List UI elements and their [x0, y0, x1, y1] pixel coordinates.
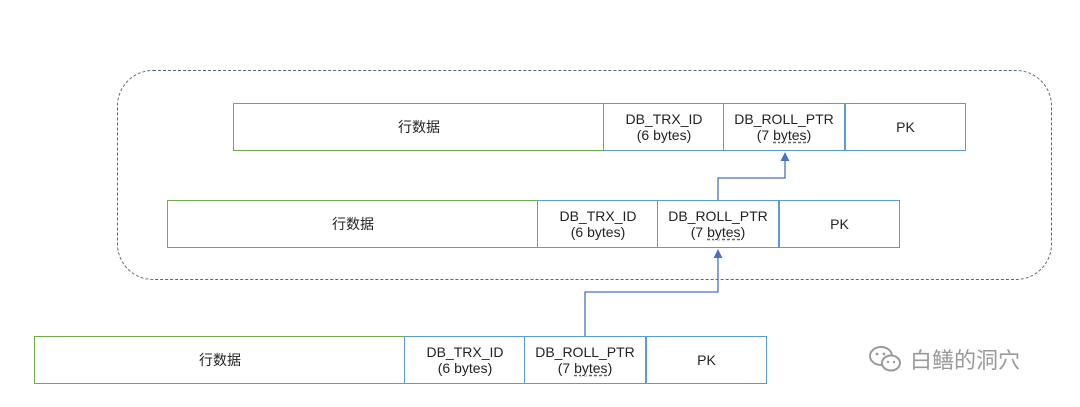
trx-id-size: (6 bytes)	[437, 360, 493, 376]
pk-label: PK	[896, 119, 915, 135]
roll-ptr-cell: DB_ROLL_PTR (7 bytes)	[657, 200, 779, 248]
roll-ptr-cell: DB_ROLL_PTR (7 bytes)	[524, 336, 646, 384]
record-row-1: 行数据 DB_TRX_ID (6 bytes) DB_ROLL_PTR (7 b…	[233, 103, 966, 151]
pk-cell: PK	[779, 200, 900, 248]
record-row-2: 行数据 DB_TRX_ID (6 bytes) DB_ROLL_PTR (7 b…	[167, 200, 900, 248]
record-row-3: 行数据 DB_TRX_ID (6 bytes) DB_ROLL_PTR (7 b…	[34, 336, 767, 384]
trx-id-label: DB_TRX_ID	[559, 208, 637, 224]
roll-ptr-label: DB_ROLL_PTR	[668, 208, 768, 224]
trx-id-cell: DB_TRX_ID (6 bytes)	[404, 336, 526, 384]
roll-pointer-arrow-2-to-1	[717, 152, 790, 200]
pk-cell: PK	[646, 336, 767, 384]
row-data-cell: 行数据	[233, 103, 605, 151]
watermark-text: 白鳝的洞穴	[910, 349, 1021, 374]
wechat-icon	[869, 346, 901, 372]
trx-id-label: DB_TRX_ID	[426, 344, 504, 360]
trx-id-size: (6 bytes)	[636, 127, 692, 143]
roll-ptr-label: DB_ROLL_PTR	[535, 344, 635, 360]
roll-ptr-label: DB_ROLL_PTR	[734, 111, 834, 127]
row-data-cell: 行数据	[167, 200, 539, 248]
pk-label: PK	[830, 216, 849, 232]
roll-ptr-cell: DB_ROLL_PTR (7 bytes)	[723, 103, 845, 151]
row-data-cell: 行数据	[34, 336, 406, 384]
roll-ptr-size: (7 bytes)	[690, 224, 746, 240]
trx-id-label: DB_TRX_ID	[625, 111, 703, 127]
pk-label: PK	[697, 352, 716, 368]
row-data-label: 行数据	[332, 216, 374, 232]
row-data-label: 行数据	[398, 119, 440, 135]
undo-log-group-boundary	[117, 70, 1052, 280]
roll-pointer-arrow-3-to-2	[584, 249, 723, 336]
row-data-label: 行数据	[199, 352, 241, 368]
watermark: 白鳝的洞穴	[868, 343, 1020, 375]
trx-id-size: (6 bytes)	[570, 224, 626, 240]
pk-cell: PK	[845, 103, 966, 151]
trx-id-cell: DB_TRX_ID (6 bytes)	[603, 103, 725, 151]
trx-id-cell: DB_TRX_ID (6 bytes)	[537, 200, 659, 248]
roll-ptr-size: (7 bytes)	[557, 360, 613, 376]
roll-ptr-size: (7 bytes)	[756, 127, 812, 143]
